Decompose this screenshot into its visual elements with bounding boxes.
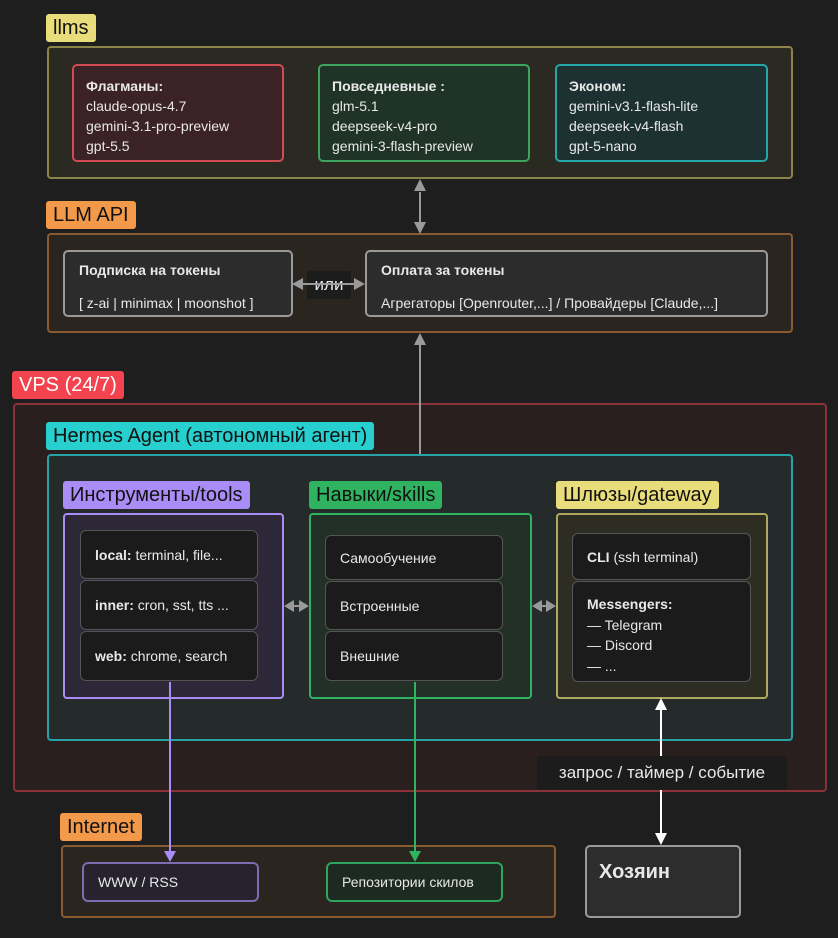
internet-tag: Internet xyxy=(60,813,142,841)
tool-web: web: chrome, search xyxy=(80,631,258,681)
arrow-right-gateway-icon xyxy=(546,600,556,612)
skill-self-learning: Самообучение xyxy=(325,535,503,580)
economy-card: Эконом: gemini-v3.1-flash-lite deepseek-… xyxy=(555,64,768,162)
arrow-down-api-icon xyxy=(414,222,426,234)
agent-tag: Hermes Agent (автономный агент) xyxy=(46,422,375,450)
messenger-item: — Telegram xyxy=(587,616,663,633)
tool-inner-key: inner: xyxy=(95,597,134,613)
arrow-left-skills-icon xyxy=(532,600,542,612)
owner-label: Хозяин xyxy=(599,861,671,883)
flagship-card: Флагманы: claude-opus-4.7 gemini-3.1-pro… xyxy=(72,64,284,162)
skill-repositories: Репозитории скилов xyxy=(326,862,503,902)
subscription-card: Подписка на токены [ z-ai | minimax | mo… xyxy=(63,250,293,317)
arrow-down-owner-icon xyxy=(655,833,667,845)
everyday-item: deepseek-v4-pro xyxy=(332,118,438,134)
arrow-right-skills-icon xyxy=(299,600,309,612)
arrow-up-gateway-icon xyxy=(655,698,667,710)
flagship-item: gpt-5.5 xyxy=(86,138,130,154)
tool-local-key: local: xyxy=(95,546,132,563)
arrow-up-payment-icon xyxy=(414,333,426,345)
gateway-cli: CLI (ssh terminal) xyxy=(572,533,751,580)
economy-title: Эконом: xyxy=(569,78,627,94)
skill-external: Внешние xyxy=(325,631,503,681)
skills-tag: Навыки/skills xyxy=(309,481,443,509)
messengers-title: Messengers: xyxy=(587,596,673,612)
payment-title: Оплата за токены xyxy=(381,262,505,278)
subscription-providers: [ z-ai | minimax | moonshot ] xyxy=(79,295,254,311)
subscription-title: Подписка на токены xyxy=(79,262,221,278)
tool-web-key: web: xyxy=(95,648,127,664)
tool-local-value: terminal, file... xyxy=(131,546,223,563)
payment-card: Оплата за токены Агрегаторы [Openrouter,… xyxy=(365,250,768,317)
llm-api-tag: LLM API xyxy=(46,201,136,229)
llms-tag: llms xyxy=(46,14,96,42)
messenger-item: — ... xyxy=(587,657,617,674)
economy-item: gemini-v3.1-flash-lite xyxy=(569,98,699,114)
request-trigger-label: запрос / таймер / событие xyxy=(537,756,787,790)
everyday-title: Повседневные : xyxy=(332,78,445,94)
everyday-item: gemini-3-flash-preview xyxy=(332,138,473,154)
everyday-card: Повседневные : glm-5.1 deepseek-v4-pro g… xyxy=(318,64,530,162)
skill-builtin: Встроенные xyxy=(325,581,503,630)
economy-item: gpt-5-nano xyxy=(569,138,637,154)
arrow-left-icon xyxy=(292,278,303,290)
arrow-right-icon xyxy=(354,278,365,290)
gateway-tag: Шлюзы/gateway xyxy=(556,481,719,509)
flagship-item: claude-opus-4.7 xyxy=(86,98,187,114)
arrow-left-tools-icon xyxy=(284,600,294,612)
tool-inner-value: cron, sst, tts ... xyxy=(133,597,229,613)
payment-detail: Агрегаторы [Openrouter,...] / Провайдеры… xyxy=(381,295,719,311)
arrow-down-www-icon xyxy=(164,851,176,862)
everyday-item: glm-5.1 xyxy=(332,98,379,114)
tool-web-value: chrome, search xyxy=(126,648,228,664)
flagship-title: Флагманы: xyxy=(86,78,164,94)
vps-tag: VPS (24/7) xyxy=(12,371,124,399)
gateway-messengers: Messengers: — Telegram — Discord — ... xyxy=(572,581,751,682)
arrow-down-repo-icon xyxy=(409,851,421,862)
messenger-item: — Discord xyxy=(587,637,653,653)
tool-local: local: terminal, file... xyxy=(80,530,258,579)
arrow-up-llms-icon xyxy=(414,179,426,191)
tool-inner: inner: cron, sst, tts ... xyxy=(80,580,258,630)
www-rss: WWW / RSS xyxy=(82,862,259,902)
economy-item: deepseek-v4-flash xyxy=(569,118,684,134)
gateway-cli-value: (ssh terminal) xyxy=(609,548,699,565)
tools-tag: Инструменты/tools xyxy=(63,481,250,509)
gateway-cli-key: CLI xyxy=(587,548,610,565)
flagship-item: gemini-3.1-pro-preview xyxy=(86,118,230,134)
owner-box: Хозяин xyxy=(585,845,741,918)
